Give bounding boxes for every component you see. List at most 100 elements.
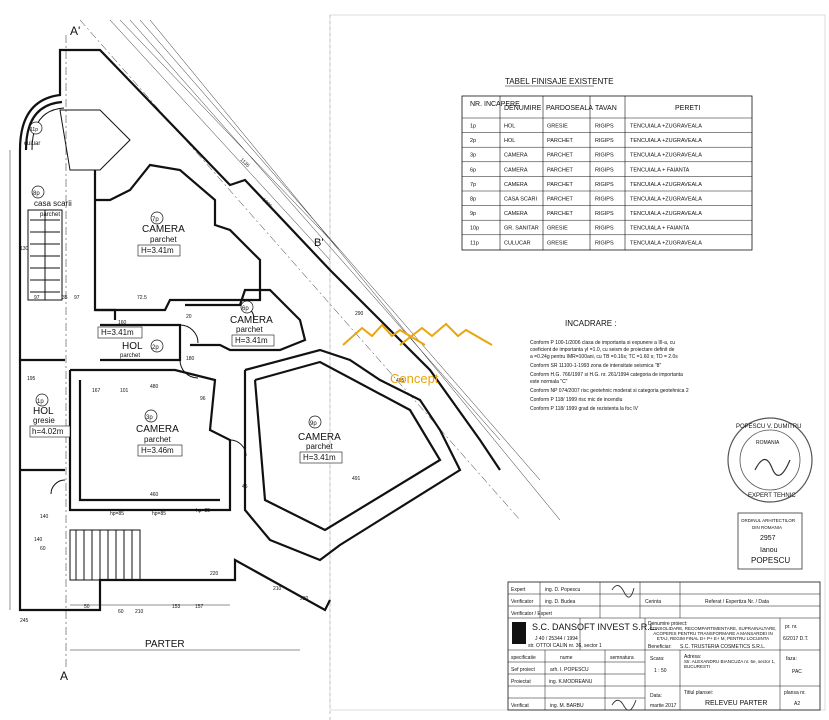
table-cell: RIGIPS (595, 124, 614, 130)
svg-text:35: 35 (62, 295, 68, 301)
svg-text:CAMERA: CAMERA (136, 424, 179, 435)
table-cell: TENCUIALA +ZUGRAVEALA (630, 124, 702, 130)
svg-text:Scara:: Scara: (650, 656, 664, 662)
svg-text:DIN ROMANIA: DIN ROMANIA (752, 525, 782, 530)
svg-text:220: 220 (210, 571, 219, 577)
svg-text:290: 290 (355, 311, 364, 317)
wall-camera3-inner (78, 380, 220, 502)
svg-text:ROMANIA: ROMANIA (756, 440, 780, 446)
wall-hol2 (100, 323, 182, 362)
svg-text:casa scarii: casa scarii (34, 199, 72, 208)
svg-text:1135: 1135 (239, 157, 251, 169)
table-header-nr: NR. INCAPERE (470, 101, 520, 108)
table-cell: TENCUIALA +ZUGRAVEALA (630, 211, 702, 217)
svg-text:460: 460 (150, 492, 159, 498)
svg-text:140: 140 (34, 537, 43, 543)
svg-text:405: 405 (396, 378, 405, 384)
svg-text:Data:: Data: (650, 693, 662, 699)
svg-text:Verificator: Verificator (511, 599, 534, 605)
table-cell: TENCUIALA +ZUGRAVEALA (630, 153, 702, 159)
wall-camera7 (95, 163, 262, 312)
table-cell: 9p (470, 211, 476, 217)
svg-text:210: 210 (135, 609, 144, 615)
concept-watermark: Concept (342, 322, 493, 386)
door-arc-4 (50, 479, 66, 495)
svg-text:1p: 1p (37, 399, 44, 405)
table-cell: RIGIPS (595, 226, 614, 232)
svg-text:97: 97 (34, 295, 40, 301)
incadrare-notes: INCADRARE : Conform P 100-1/2006 clasa d… (530, 319, 689, 412)
table-header-pereti: PERETI (675, 105, 700, 112)
svg-text:60: 60 (118, 609, 124, 615)
svg-text:160: 160 (118, 320, 127, 326)
table-cell: 2p (470, 138, 476, 144)
svg-text:230: 230 (300, 596, 309, 602)
svg-text:arh. I. POPESCU: arh. I. POPESCU (550, 667, 589, 673)
signature-mark (754, 458, 791, 476)
dimension-labels: 97 35 97 72.5 160 20 180 167 101 480 460… (20, 157, 405, 624)
svg-text:ing. D. Budea: ing. D. Budea (545, 599, 576, 605)
dim-line-diagonal-4 (139, 19, 541, 481)
svg-text:60: 60 (40, 546, 46, 552)
svg-text:6p: 6p (242, 306, 249, 312)
table-cell: 11p (470, 240, 479, 246)
svg-text:pr. nr.: pr. nr. (785, 624, 798, 630)
svg-text:Beneficiar:: Beneficiar: (648, 644, 672, 650)
svg-text:parchet: parchet (144, 435, 171, 444)
svg-text:2957: 2957 (760, 535, 776, 542)
axis-label-a: A (60, 669, 68, 683)
wall-camera7-west (93, 170, 117, 320)
svg-text:195: 195 (27, 376, 36, 382)
company-logo-icon (512, 622, 526, 644)
incadrare-line: este normala "C" (530, 379, 568, 385)
svg-text:HOL: HOL (122, 341, 143, 352)
svg-text:H=3.46m: H=3.46m (141, 446, 174, 455)
svg-text:Sef proiect: Sef proiect (511, 667, 536, 673)
svg-text:Referat / Expertiza Nr. / Data: Referat / Expertiza Nr. / Data (705, 599, 769, 605)
expert-signature (611, 585, 635, 598)
table-cell: 8p (470, 197, 476, 203)
svg-text:hp=85: hp=85 (196, 508, 210, 514)
table-cell: CULUCAR (504, 240, 531, 246)
plan-label: PARTER (145, 639, 185, 650)
outer-wall-south (18, 150, 331, 612)
table-cell: 6p (470, 167, 476, 173)
table-cell: RIGIPS (595, 240, 614, 246)
room-label-camera-6: 6p CAMERA parchet H=3.41m (230, 300, 275, 347)
svg-text:50: 50 (84, 604, 90, 610)
table-cell: CAMERA (504, 211, 528, 217)
svg-text:PAC: PAC (792, 669, 802, 675)
svg-text:167: 167 (92, 388, 101, 394)
room-label-camera-9: 9p CAMERA parchet H=3.41m (298, 415, 343, 464)
svg-text:CAMERA: CAMERA (298, 432, 341, 443)
svg-text:11p: 11p (30, 127, 38, 133)
staircase (27, 209, 63, 301)
table-header-denumire: DENUMIRE (504, 105, 542, 112)
wall-hol1 (20, 358, 65, 472)
table-cell: GR. SANITAR (504, 226, 539, 232)
table-cell: CAMERA (504, 153, 528, 159)
svg-text:Titlul plansei:: Titlul plansei: (684, 690, 713, 696)
svg-text:H=3.41m: H=3.41m (235, 336, 268, 345)
dim-line-diagonal-3 (129, 19, 501, 441)
svg-text:45: 45 (242, 484, 248, 490)
svg-text:S.C. TRUSTERIA COSMETICS S.R.L: S.C. TRUSTERIA COSMETICS S.R.L. (680, 644, 765, 650)
svg-text:plansa nr.: plansa nr. (784, 690, 806, 696)
table-cell: CASA SCARI (504, 197, 537, 203)
svg-text:ing. M. BARBU: ing. M. BARBU (550, 703, 584, 709)
table-cell: TENCUIALA + FAIANTA (630, 226, 690, 232)
stair-curve-inner (31, 107, 65, 151)
door-arc-2 (179, 359, 199, 379)
svg-text:101: 101 (120, 388, 129, 394)
svg-text:ORDINUL ARHITECTILOR: ORDINUL ARHITECTILOR (741, 518, 796, 523)
wall-camera9-inner (253, 360, 442, 532)
table-cell: GRESIE (547, 124, 568, 130)
diagonal-axis-line (79, 19, 521, 521)
table-header-tavan: TAVAN (595, 105, 617, 112)
table-cell: 7p (470, 182, 476, 188)
roof-logo-icon-2 (399, 322, 493, 346)
incadrare-line: Conform SR 11100-1-1993 zona de intensit… (530, 363, 661, 369)
svg-text:semnatura: semnatura (610, 655, 634, 661)
svg-text:180: 180 (186, 356, 195, 362)
svg-text:faza:: faza: (786, 656, 797, 662)
